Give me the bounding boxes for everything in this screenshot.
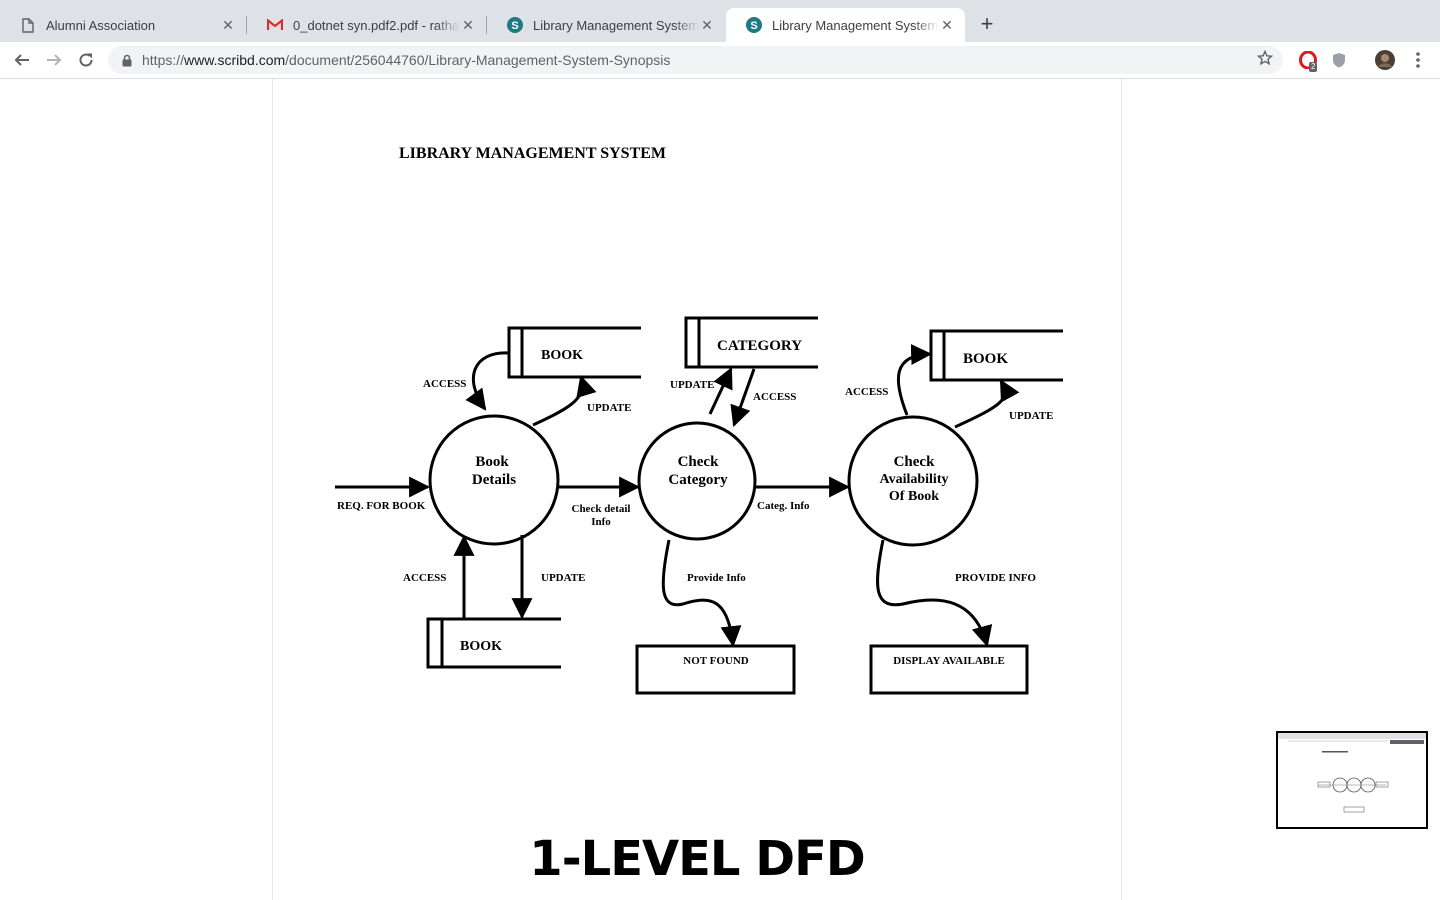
output-label: NOT FOUND (683, 655, 749, 667)
flow-provide-info-display (876, 539, 993, 648)
label-req-for-book: REQ. FOR BOOK (337, 500, 426, 512)
tab-title: Alumni Association (46, 17, 156, 33)
extension-badge: 2 (1309, 62, 1318, 72)
document-title: LIBRARY MANAGEMENT SYSTEM (399, 145, 667, 162)
process-check-category: Check Category (637, 421, 757, 541)
close-icon[interactable]: ✕ (701, 16, 713, 33)
menu-kebab-icon[interactable] (1406, 48, 1430, 72)
url-path: /document/256044760/Library-Management-S… (285, 52, 671, 68)
tab-title: Library Management System Proj (533, 17, 699, 33)
flow-provide-info-not-found (661, 539, 742, 648)
store-category: CATEGORY (684, 316, 818, 369)
tab-gmail[interactable]: 0_dotnet syn.pdf2.pdf - rathan ✕ (247, 8, 486, 42)
close-icon[interactable]: ✕ (222, 16, 234, 33)
process-label-line: Check (894, 454, 935, 470)
label-provide-info: PROVIDE INFO (955, 572, 1036, 584)
document-page: LIBRARY MANAGEMENT SYSTEM BOOK CATEGORY (272, 79, 1122, 900)
process-book-details: Book Details (428, 414, 560, 546)
label-access: ACCESS (403, 572, 446, 584)
back-arrow-icon (14, 54, 29, 66)
label-access: ACCESS (753, 391, 796, 403)
flow-access-book-top-left (465, 351, 510, 411)
label-access: ACCESS (423, 378, 466, 390)
tab-alumni-association[interactable]: Alumni Association ✕ (0, 8, 246, 42)
close-icon[interactable]: ✕ (462, 16, 474, 33)
process-label-line: Book (475, 454, 509, 470)
process-label-line: Availability (880, 472, 949, 487)
label-check-detail: Check detail (572, 503, 631, 515)
reload-icon (79, 53, 93, 67)
process-label-line: Category (668, 472, 728, 488)
output-display-available: DISPLAY AVAILABLE (869, 644, 1029, 695)
tab-title: Library Management System Syno (772, 17, 939, 33)
tab-library-project[interactable]: S Library Management System Proj ✕ (487, 8, 725, 42)
label-update: UPDATE (670, 379, 714, 391)
store-book-top-left: BOOK (507, 326, 641, 379)
tab-library-synopsis[interactable]: S Library Management System Syno ✕ (726, 8, 965, 42)
label-provide-info: Provide Info (687, 572, 746, 584)
dfd-flows (335, 344, 1020, 648)
store-label: CATEGORY (717, 338, 802, 354)
page-thumbnail[interactable] (1276, 731, 1428, 829)
store-book-top-right: BOOK (929, 329, 1063, 382)
tab-title: 0_dotnet syn.pdf2.pdf - rathan (293, 17, 460, 33)
flow-access-book-top-right (896, 344, 933, 416)
url-text: https://www.scribd.com/document/25604476… (142, 52, 670, 68)
label-categ-info: Categ. Info (757, 500, 810, 512)
dfd-diagram: BOOK CATEGORY BOOK BOOK Book Deta (335, 316, 1063, 695)
reload-button[interactable] (74, 48, 98, 72)
store-label: BOOK (963, 351, 1008, 367)
tab-separator (486, 16, 487, 34)
process-label-line: Of Book (889, 489, 939, 504)
flow-update-book-top-right (954, 379, 1020, 429)
flow-update-category (708, 367, 733, 415)
label-update: UPDATE (541, 572, 585, 584)
new-tab-button[interactable]: + (980, 11, 994, 36)
svg-text:S: S (511, 20, 518, 32)
process-check-availability: Check Availability Of Book (847, 415, 979, 547)
label-update: UPDATE (1009, 410, 1053, 422)
url-host: www.scribd.com (184, 52, 286, 68)
lock-icon (120, 54, 134, 67)
bookmark-star-icon[interactable] (1256, 49, 1274, 69)
shield-extension-icon[interactable] (1327, 48, 1351, 72)
svg-text:S: S (750, 20, 757, 32)
process-label-line: Check (678, 454, 719, 470)
store-label: BOOK (541, 348, 583, 363)
process-label-line: Details (472, 472, 516, 488)
profile-avatar[interactable] (1373, 48, 1397, 72)
tab-separator (246, 16, 247, 34)
dfd-heading: 1-LEVEL DFD (529, 831, 865, 887)
tab-strip: Alumni Association ✕ 0_dotnet syn.pdf2.p… (0, 0, 1440, 42)
document-icon (20, 17, 36, 33)
thumbnail-preview (1278, 733, 1426, 813)
forward-arrow-icon (47, 54, 62, 66)
document-viewer[interactable]: LIBRARY MANAGEMENT SYSTEM BOOK CATEGORY (0, 79, 1440, 900)
back-button[interactable] (10, 48, 34, 72)
gmail-icon (267, 17, 283, 33)
url-scheme: https:// (142, 52, 185, 68)
output-not-found: NOT FOUND (635, 644, 796, 695)
store-label: BOOK (460, 639, 502, 654)
scribd-icon: S (507, 17, 523, 33)
label-access: ACCESS (845, 386, 888, 398)
close-icon[interactable]: ✕ (941, 16, 953, 33)
label-check-detail: Info (591, 516, 611, 528)
opera-extension-icon[interactable] (1296, 48, 1320, 72)
flow-access-category (730, 368, 756, 427)
label-update: UPDATE (587, 402, 631, 414)
browser-toolbar: https://www.scribd.com/document/25604476… (0, 42, 1440, 79)
address-bar[interactable]: https://www.scribd.com/document/25604476… (108, 46, 1283, 74)
forward-button[interactable] (42, 48, 66, 72)
store-book-bottom: BOOK (426, 617, 561, 669)
output-label: DISPLAY AVAILABLE (893, 655, 1005, 667)
flow-update-book-top-left (532, 374, 597, 427)
scribd-icon: S (746, 17, 762, 33)
